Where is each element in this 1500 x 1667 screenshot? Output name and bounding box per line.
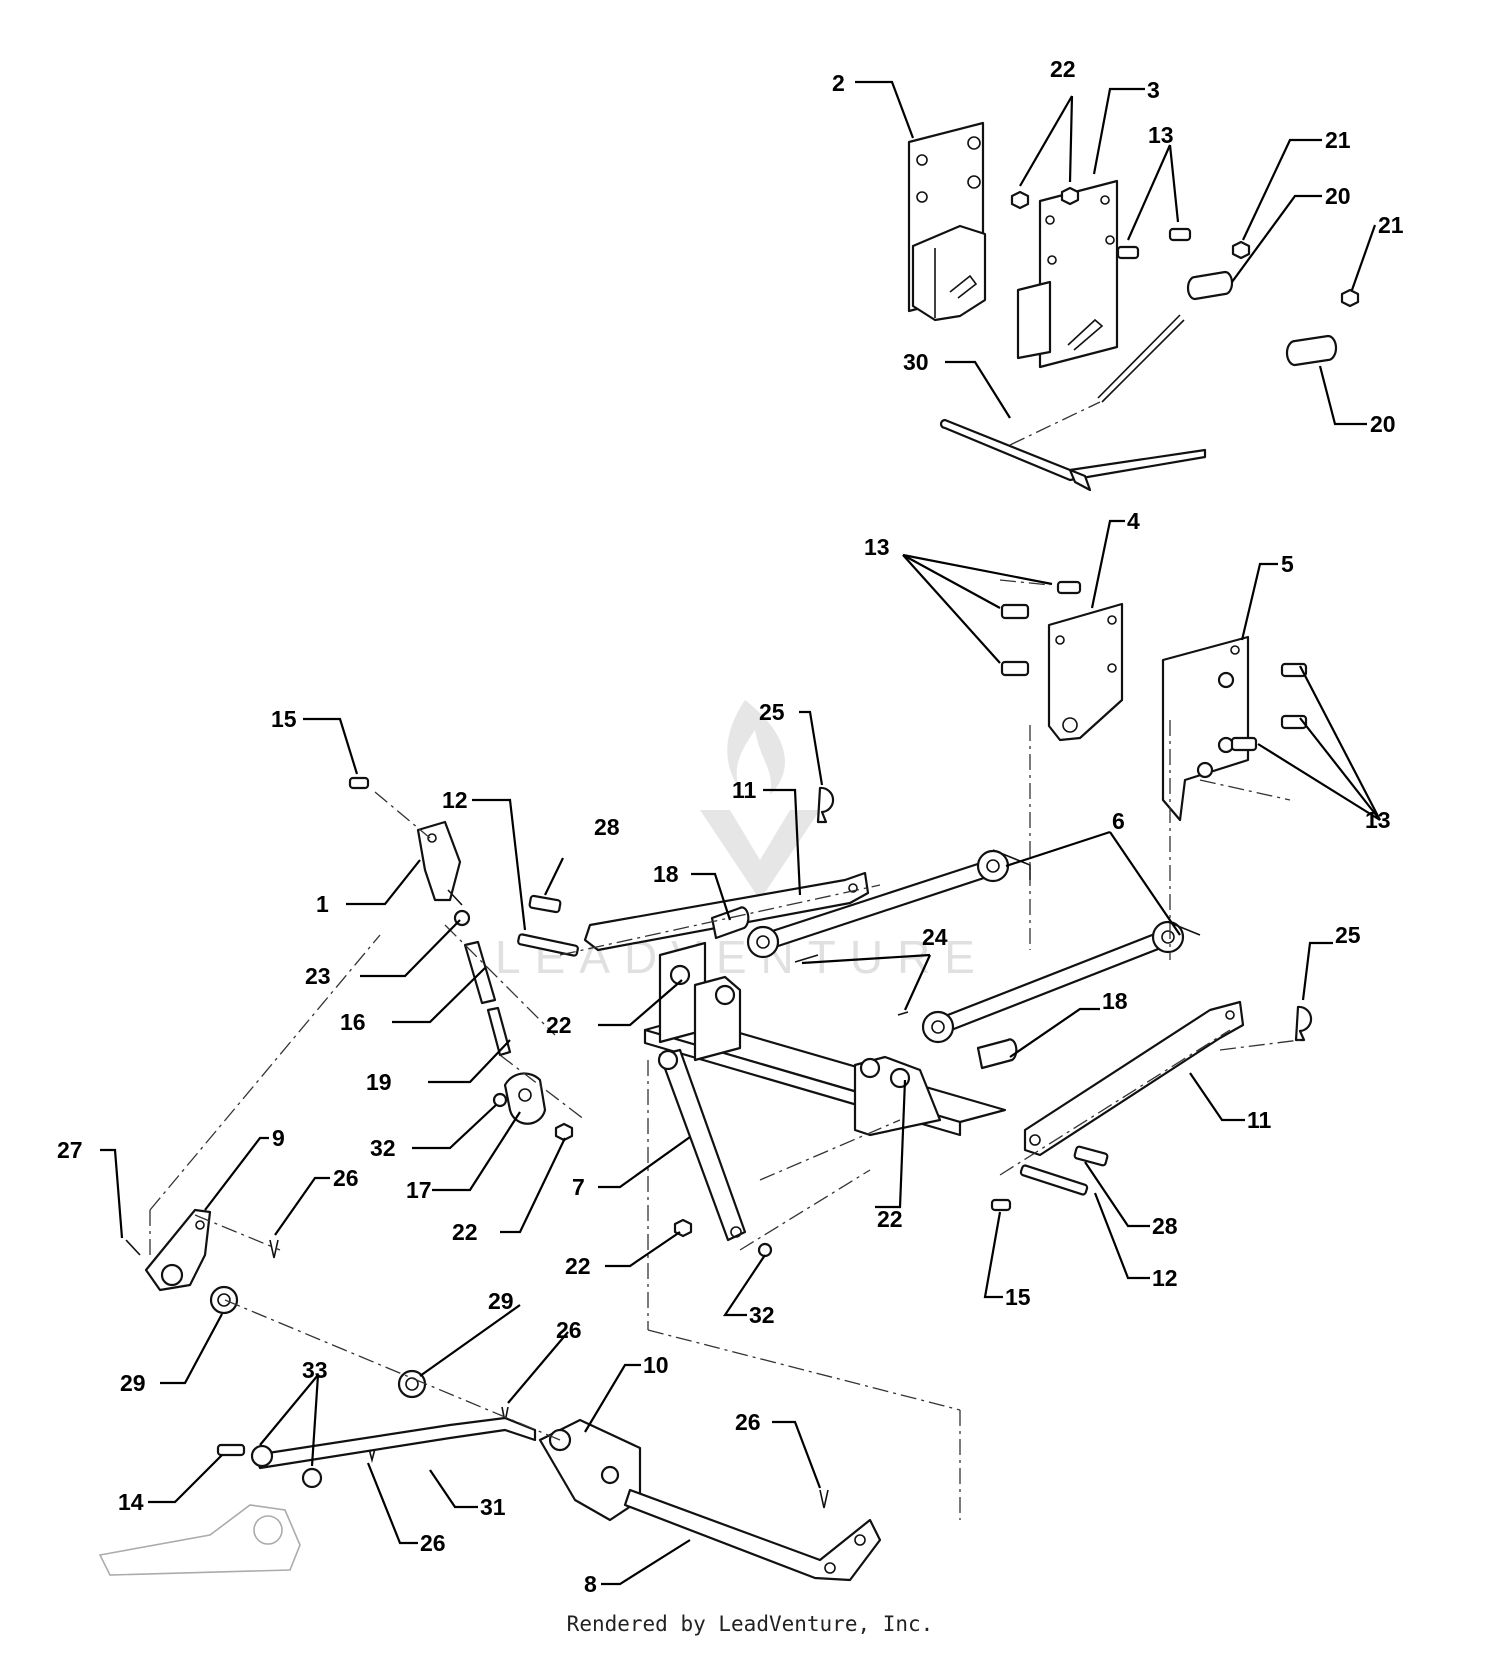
callout-16: 16 bbox=[340, 1009, 366, 1035]
callout-6: 6 bbox=[1112, 808, 1125, 834]
main-frame bbox=[643, 941, 1007, 1137]
callout-10: 10 bbox=[643, 1352, 669, 1378]
callout-7: 7 bbox=[572, 1174, 585, 1200]
callout-31: 31 bbox=[480, 1494, 506, 1520]
part-12-bolts bbox=[517, 933, 1089, 1196]
callout-17: 17 bbox=[406, 1177, 432, 1203]
part-13-bolts-top bbox=[1116, 227, 1192, 260]
callout-29: 29 bbox=[488, 1288, 514, 1314]
callout-11: 11 bbox=[732, 777, 757, 803]
leader-lines bbox=[100, 80, 1381, 1586]
callout-21: 21 bbox=[1378, 212, 1404, 238]
part-13-bolts-mid bbox=[1000, 580, 1082, 677]
part-8-shaft bbox=[623, 1488, 882, 1582]
callout-11: 11 bbox=[1247, 1107, 1272, 1133]
callout-labels: 2 22 3 13 21 20 21 30 20 13 4 5 25 15 12… bbox=[57, 56, 1404, 1597]
watermark: LEADVENTURE bbox=[495, 700, 975, 983]
part-25-clips bbox=[816, 786, 1313, 1042]
part-6-tube-lower bbox=[921, 920, 1201, 1044]
callout-28: 28 bbox=[1152, 1213, 1178, 1239]
callout-26: 26 bbox=[420, 1530, 446, 1556]
part-26-clips bbox=[269, 1239, 829, 1509]
callout-30: 30 bbox=[903, 349, 929, 375]
callout-25: 25 bbox=[1335, 922, 1361, 948]
callout-26: 26 bbox=[735, 1409, 761, 1435]
part-2-bracket bbox=[907, 121, 987, 322]
callout-9: 9 bbox=[272, 1125, 285, 1151]
callout-26: 26 bbox=[333, 1165, 359, 1191]
callout-3: 3 bbox=[1147, 77, 1160, 103]
callout-33: 33 bbox=[302, 1357, 328, 1383]
callout-13: 13 bbox=[1365, 807, 1391, 833]
part-29-bushings bbox=[209, 1285, 427, 1399]
callout-5: 5 bbox=[1281, 551, 1294, 577]
callout-22: 22 bbox=[452, 1219, 478, 1245]
callout-24: 24 bbox=[922, 924, 948, 950]
callout-4: 4 bbox=[1127, 508, 1140, 534]
part-24-pins bbox=[794, 954, 909, 1016]
callout-15: 15 bbox=[271, 706, 297, 732]
callout-21: 21 bbox=[1325, 127, 1351, 153]
callout-29: 29 bbox=[120, 1370, 146, 1396]
part-14-pin bbox=[216, 1443, 246, 1457]
callout-23: 23 bbox=[305, 963, 331, 989]
callout-20: 20 bbox=[1325, 183, 1351, 209]
part-6-tube-upper bbox=[746, 849, 1031, 959]
part-3-bracket bbox=[1016, 179, 1119, 369]
part-9-lever bbox=[144, 1208, 212, 1292]
callout-18: 18 bbox=[1102, 988, 1128, 1014]
callout-22: 22 bbox=[565, 1253, 591, 1279]
part-28-bolts bbox=[528, 894, 1109, 1167]
part-15-bolts bbox=[348, 776, 1012, 1212]
part-17-cam bbox=[503, 1072, 547, 1125]
callout-32: 32 bbox=[749, 1302, 775, 1328]
part-19-pin bbox=[486, 1006, 512, 1057]
callout-19: 19 bbox=[366, 1069, 392, 1095]
callout-22: 22 bbox=[546, 1012, 572, 1038]
callout-22: 22 bbox=[877, 1206, 903, 1232]
part-18-pins bbox=[710, 906, 1018, 1070]
part-7-arm bbox=[657, 1048, 747, 1242]
footer-credit: Rendered by LeadVenture, Inc. bbox=[566, 1612, 934, 1636]
deck-ghost bbox=[98, 1504, 301, 1576]
callout-32: 32 bbox=[370, 1135, 396, 1161]
part-11-lower-arm bbox=[1023, 1000, 1245, 1157]
part-27-pin bbox=[125, 1239, 141, 1256]
callout-20: 20 bbox=[1370, 411, 1396, 437]
callout-25: 25 bbox=[759, 699, 785, 725]
parts-artwork bbox=[98, 121, 1360, 1582]
callout-28: 28 bbox=[594, 814, 620, 840]
callout-26: 26 bbox=[556, 1317, 582, 1343]
callout-27: 27 bbox=[57, 1137, 83, 1163]
callout-2: 2 bbox=[832, 70, 845, 96]
part-31-rod bbox=[253, 1416, 537, 1470]
callout-1: 1 bbox=[316, 891, 329, 917]
callout-18: 18 bbox=[653, 861, 679, 887]
callout-22: 22 bbox=[1050, 56, 1076, 82]
part-5-plate bbox=[1161, 635, 1250, 822]
callout-15: 15 bbox=[1005, 1284, 1031, 1310]
part-33-bushings bbox=[250, 1444, 323, 1489]
part-1-bracket bbox=[416, 820, 463, 906]
callout-8: 8 bbox=[584, 1571, 597, 1597]
part-20-spacers bbox=[1186, 270, 1338, 367]
callout-14: 14 bbox=[118, 1489, 144, 1515]
callout-13: 13 bbox=[864, 534, 890, 560]
part-30-handle bbox=[939, 314, 1207, 492]
callout-12: 12 bbox=[442, 787, 468, 813]
part-22-nuts-top bbox=[1010, 186, 1080, 210]
callout-12: 12 bbox=[1152, 1265, 1178, 1291]
part-4-plate bbox=[1047, 602, 1124, 742]
callout-13: 13 bbox=[1148, 122, 1174, 148]
part-21-nuts bbox=[1231, 240, 1360, 308]
assembly-centerlines bbox=[149, 579, 1301, 1520]
